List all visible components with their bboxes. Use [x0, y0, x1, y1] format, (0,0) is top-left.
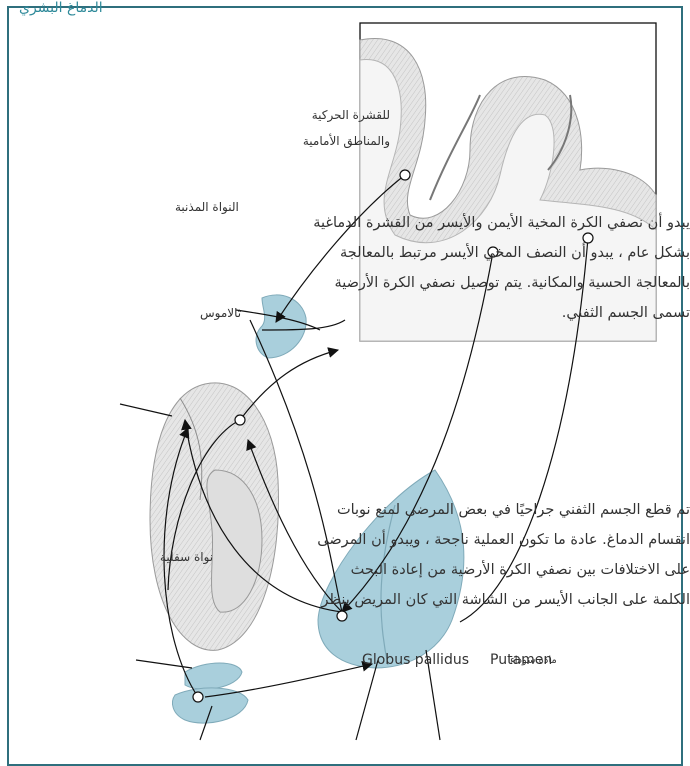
subthalamic-nucleus-label: نواة سفلية	[160, 550, 213, 564]
globus-pallidus-label: Globus pallidus	[362, 652, 469, 668]
substantia-nigra-label: مادة سوداء	[510, 655, 557, 666]
paragraph-2-line-3: على الاختلافات بين نصفي الكرة الأرضية من…	[317, 555, 690, 585]
motor-cortex-label-1: للقشرة الحركية	[312, 108, 390, 122]
paragraph-1-line-1: يبدو أن نصفي الكرة المخية الأيمن والأيسر…	[313, 208, 690, 238]
paragraph-2: تم قطع الجسم الثفني جراحيًا في بعض المرض…	[317, 495, 690, 615]
caudate-tail-upper	[185, 663, 242, 689]
paragraph-1-line-4: تسمى الجسم الثفني.	[313, 298, 690, 328]
paragraph-1-line-3: بالمعالجة الحسية والمكانية. يتم توصيل نص…	[313, 268, 690, 298]
caudate-nucleus-label: النواة المذنبة	[175, 200, 239, 214]
motor-cortex-label-2: والمناطق الأمامية	[303, 134, 390, 148]
paragraph-2-line-2: انقسام الدماغ. عادة ما تكون العملية ناجح…	[317, 525, 690, 555]
paragraph-2-line-4: الكلمة على الجانب الأيسر من الشاشة التي …	[317, 585, 690, 615]
paragraph-1: يبدو أن نصفي الكرة المخية الأيمن والأيسر…	[313, 208, 690, 328]
thalamus-label: ثالاموس	[200, 306, 241, 320]
paragraph-1-line-2: بشكل عام ، يبدو أن النصف المخي الأيسر مر…	[313, 238, 690, 268]
caudate-tail-lower	[172, 688, 248, 723]
paragraph-2-line-1: تم قطع الجسم الثفني جراحيًا في بعض المرض…	[317, 495, 690, 525]
